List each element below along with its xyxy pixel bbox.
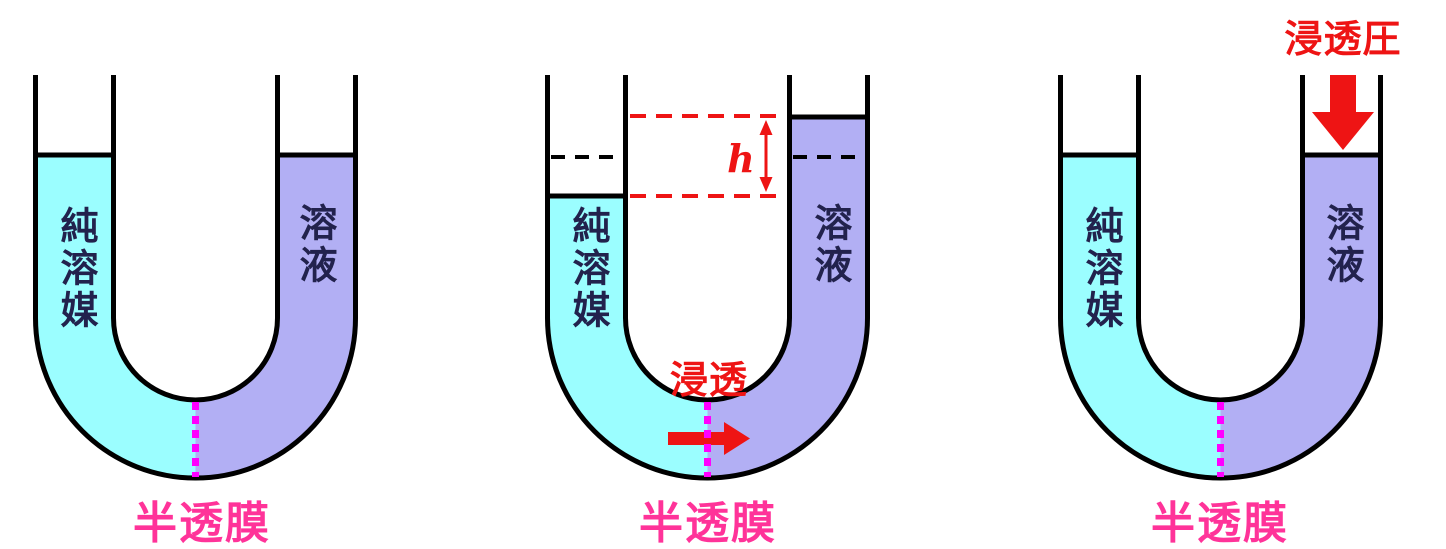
tube-outer-wall — [33, 75, 358, 481]
osmotic-pressure-label: 浸透圧 — [1284, 17, 1402, 61]
height-arrow-head-down — [759, 177, 773, 192]
height-arrow-head-up — [759, 120, 773, 135]
membrane-label: 半透膜 — [1151, 498, 1289, 549]
pure-solvent-label: 純溶媒 — [566, 206, 610, 332]
pure-solvent-label: 純溶媒 — [54, 206, 98, 332]
tube-outer-wall — [545, 75, 870, 481]
tube-inner-wall — [1136, 75, 1305, 403]
membrane-label: 半透膜 — [133, 498, 271, 549]
panel-osmosis-in-progress — [545, 75, 870, 481]
solution-liquid — [1220, 155, 1381, 478]
solution-liquid — [707, 117, 868, 478]
pure-solvent-liquid — [1060, 155, 1221, 478]
solution-label: 溶液 — [293, 203, 337, 287]
tube-inner-wall — [111, 75, 280, 403]
membrane-label: 半透膜 — [639, 498, 777, 549]
solution-label: 溶液 — [1320, 203, 1364, 287]
osmosis-process-label: 浸透 — [669, 358, 749, 402]
panel-osmotic-pressure — [1058, 75, 1383, 481]
solution-label: 溶液 — [808, 203, 852, 287]
solution-liquid — [195, 155, 356, 478]
tube-inner-wall — [623, 75, 792, 403]
panel-initial-state — [33, 75, 358, 481]
height-difference-label: h — [727, 136, 755, 181]
osmosis-flow-arrow — [668, 422, 750, 455]
pure-solvent-liquid — [35, 155, 196, 478]
pressure-arrow-shaft — [1330, 75, 1356, 113]
pure-solvent-label: 純溶媒 — [1079, 206, 1123, 332]
tube-outer-wall — [1058, 75, 1383, 481]
pressure-arrow-head — [1312, 112, 1374, 150]
